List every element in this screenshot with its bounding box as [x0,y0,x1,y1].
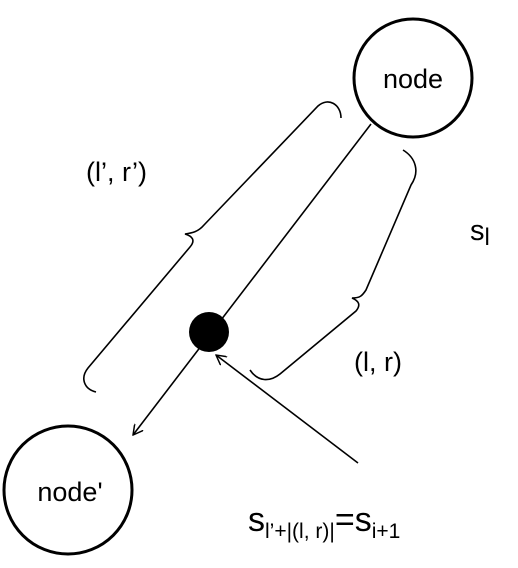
node-bottom-label: node' [37,477,102,507]
formula-label: sl’+|(l, r)|=si+1 [248,501,400,543]
node-bottom-circle [2,424,134,556]
pointer-arrow [216,355,359,464]
outer-range-label: (l’, r’) [86,157,147,187]
tree-edge-arrow [133,123,372,435]
outer-brace [83,101,342,393]
formula-left-sub: l’+|(l, r)| [265,520,335,543]
inner-range-label: (l, r) [354,347,402,377]
node-bottom: node' [2,424,134,556]
formula-left-var: s [248,501,265,539]
node-top-label: node [383,64,443,94]
formula-equals: = [335,501,355,539]
formula-right-sub: i+1 [372,520,401,543]
formula-right-var: s [355,501,372,539]
node-top: node [352,17,474,139]
node-top-circle [352,17,474,139]
position-marker [189,312,229,352]
s-index-var: s [470,215,485,247]
inner-brace [249,149,417,381]
s-index-label: sl [470,215,490,251]
s-index-sub: l [485,224,490,251]
